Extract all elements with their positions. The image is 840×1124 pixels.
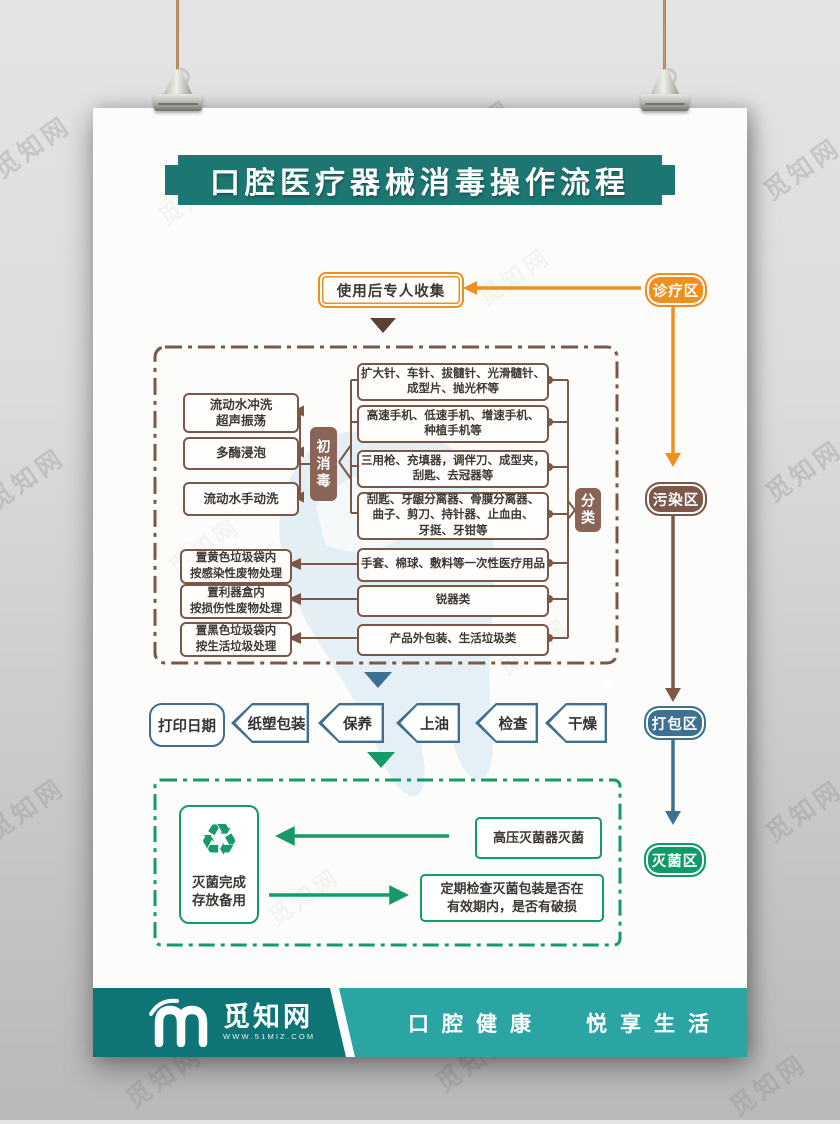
clip-bar — [641, 94, 689, 111]
expiry-check-box: 定期检查灭菌包装是否在 有效期内，是否有破损 — [420, 874, 604, 922]
chevron-label: 干燥 — [568, 716, 597, 733]
disposal-box: 置黄色垃圾袋内 按感染性废物处理 — [180, 549, 292, 584]
footer-brand-panel — [93, 988, 346, 1057]
autoclave-box: 高压灭菌器灭菌 — [475, 817, 602, 859]
zone-contaminated-label: 污染区 — [652, 492, 700, 509]
chevron-label: 纸塑包装 — [247, 716, 306, 733]
sterile-storage-label: 灭菌完成 存放备用 — [192, 875, 246, 909]
zone-clinic-label: 诊疗区 — [652, 283, 700, 300]
step-chevron-inspect: 检查 — [475, 703, 538, 743]
watermark: 觅知网 — [0, 443, 71, 517]
chevron-label: 上油 — [420, 716, 449, 733]
zone-badge-packing: 打包区 — [644, 706, 706, 740]
instrument-box: 锐器类 — [357, 585, 549, 617]
instrument-box: 三用枪、充填器，调伴刀、成型夹， 刮匙、去冠器等 — [357, 450, 549, 488]
watermark: 觅知网 — [0, 111, 77, 185]
collect-label: 使用后专人收集 — [336, 283, 446, 300]
binder-clip — [154, 68, 202, 112]
zone-badge-sterile: 灭菌区 — [644, 843, 706, 877]
zone-badge-contaminated: 污染区 — [645, 482, 707, 516]
watermark: 觅知网 — [760, 435, 840, 509]
brand-logo: 觅知网 WWW.51MIZ.COM — [149, 997, 315, 1047]
zone-sterile-label: 灭菌区 — [651, 853, 699, 870]
wash-step-box: 流动水冲洗 超声振荡 — [183, 393, 299, 433]
brand-m-icon — [149, 998, 208, 1047]
zone-packing-label: 打包区 — [651, 716, 699, 733]
collect-box: 使用后专人收集 — [318, 272, 464, 308]
hanging-string — [176, 0, 179, 82]
print-date-box: 打印日期 — [149, 703, 225, 747]
poster: 觅知网 觅知网 觅知网 觅知网 觅知网 — [93, 108, 747, 1057]
step-chevron-paper-plastic: 纸塑包装 — [231, 703, 309, 743]
recycle-icon: ♻ — [199, 815, 239, 865]
binder-clip — [641, 68, 689, 112]
page-title: 口腔医疗器械消毒操作流程 — [210, 167, 630, 200]
brand-name: 觅知网 — [223, 1001, 313, 1032]
classify-label: 分类 — [575, 488, 601, 532]
step-chevron-dry: 干燥 — [545, 703, 607, 743]
wash-step-box: 多酶浸泡 — [183, 437, 299, 470]
instrument-box: 高速手机、低速手机、增速手机、 种植手机等 — [357, 405, 549, 443]
instrument-box: 刮匙、牙龈分离器、骨膜分离器、 曲子、剪刀、持针器、止血由、 牙挺、牙钳等 — [357, 492, 549, 540]
disposal-box: 置利器盒内 按损伤性废物处理 — [180, 584, 292, 619]
instrument-box: 扩大针、车针、拔髓针、光滑髓针、 成型片、抛光杯等 — [357, 363, 549, 401]
watermark: 觅知网 — [0, 773, 71, 847]
brand-site: WWW.51MIZ.COM — [223, 1032, 316, 1042]
title-banner: 口腔医疗器械消毒操作流程 — [165, 155, 675, 205]
instrument-box: 手套、棉球、敷料等一次性医疗用品 — [357, 548, 549, 582]
chevron-label: 检查 — [498, 716, 528, 733]
sterile-storage-box: ♻ 灭菌完成 存放备用 — [179, 805, 259, 924]
clip-bar — [154, 94, 202, 111]
chevron-label: 保养 — [343, 716, 372, 733]
instrument-box: 产品外包装、生活垃圾类 — [357, 624, 549, 656]
footer-bar: 觅知网 WWW.51MIZ.COM 口腔健康 悦享生活 — [93, 988, 747, 1057]
watermark: 觅知网 — [760, 775, 840, 849]
zone-badge-clinic: 诊疗区 — [645, 273, 707, 307]
pre-disinfect-label: 初消毒 — [310, 427, 337, 501]
watermark: 觅知网 — [758, 133, 840, 207]
slogan-right: 悦享生活 — [586, 1012, 722, 1036]
footer-slogan: 口腔健康 悦享生活 — [383, 988, 747, 1057]
disposal-box: 置黑色垃圾袋内 按生活垃圾处理 — [180, 622, 292, 657]
hanging-string — [663, 0, 666, 82]
wash-step-box: 流动水手动洗 — [183, 482, 299, 516]
step-chevron-maintain: 保养 — [318, 703, 384, 743]
step-chevron-oil: 上油 — [396, 703, 460, 743]
chevron-inner — [235, 705, 307, 741]
slogan-left: 口腔健康 — [408, 1012, 544, 1036]
